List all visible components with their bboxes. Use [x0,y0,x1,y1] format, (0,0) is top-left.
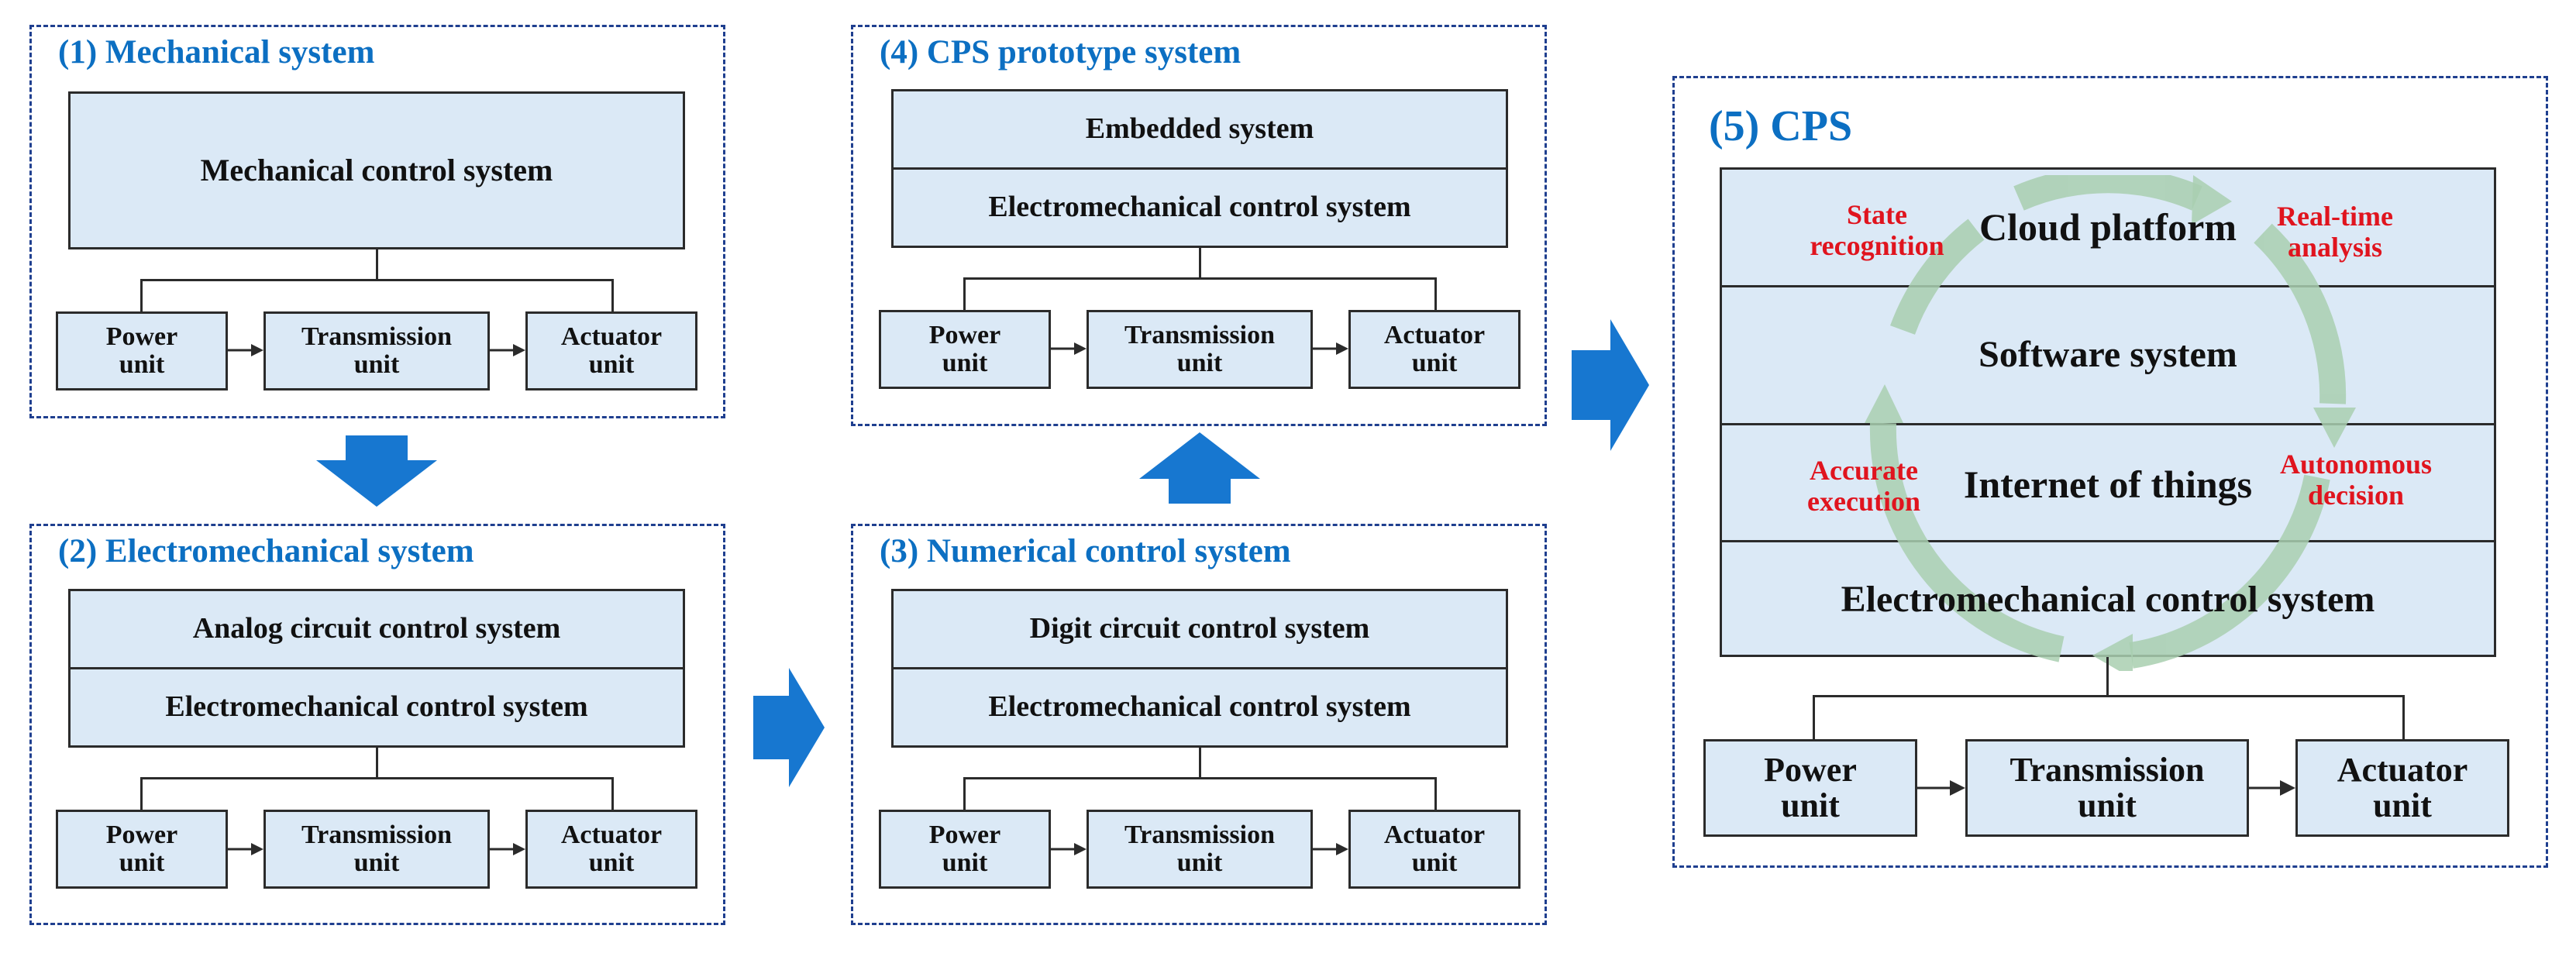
power-unit-box: Power unit [56,810,228,889]
unit-arrow [1917,780,1965,796]
connector [140,777,614,779]
flow-arrow-up [1139,432,1260,504]
electromechanical-control-box: Electromechanical control system [68,667,685,748]
unit-arrow [228,344,263,356]
unit-arrow [1313,843,1348,855]
electromechanical-control-box: Electromechanical control system [891,667,1508,748]
connector [611,777,614,810]
cps-layer-stack [1720,167,2496,657]
connector [963,777,1437,779]
panel-numerical-control-system: (3) Numerical control system [851,524,1547,925]
actuator-unit-box: Actuator unit [525,311,697,390]
panel-title: (5) CPS [1709,102,1853,150]
connector [376,249,378,280]
power-unit-box: Power unit [56,311,228,390]
connector [376,748,378,779]
layer-divider [1720,540,2496,542]
connector [1813,695,2405,697]
layer-divider [1720,285,2496,287]
connector [963,277,966,310]
label-autonomous-decision: Autonomous decision [2279,449,2433,511]
transmission-unit-box: Transmission unit [263,311,490,390]
unit-arrow [2249,780,2295,796]
connector [1813,695,1815,740]
actuator-unit-box: Actuator unit [1348,310,1520,389]
flow-arrow-right [1572,319,1649,451]
layer-cloud-platform: Cloud platform [1979,205,2237,249]
layer-electromechanical-control: Electromechanical control system [1841,579,2375,620]
unit-arrow [490,843,525,855]
connector [140,777,143,810]
connector [1199,248,1201,279]
flow-arrow-right [753,668,825,787]
cps-cycle-ring [1865,175,2356,671]
connector [1434,277,1437,310]
analog-circuit-control-box: Analog circuit control system [68,589,685,669]
transmission-unit-box: Transmission unit [263,810,490,889]
panel-title: (4) CPS prototype system [880,34,1242,71]
connector [2402,695,2405,740]
label-state-recognition: State recognition [1810,199,1944,261]
connector [1434,777,1437,810]
actuator-unit-box: Actuator unit [525,810,697,889]
panel-cps: (5) CPS [1672,76,2548,868]
layer-software-system: Software system [1978,334,2237,375]
transmission-unit-box: Transmission unit [1087,310,1313,389]
connector [1199,748,1201,779]
mechanical-control-box: Mechanical control system [68,91,685,249]
power-unit-box: Power unit [879,310,1051,389]
power-unit-box: Power unit [879,810,1051,889]
label-accurate-execution: Accurate execution [1807,455,1920,517]
layer-divider [1720,423,2496,425]
unit-arrow [1313,342,1348,355]
connector [963,777,966,810]
unit-arrow [228,843,263,855]
connector [140,279,614,281]
connector [963,277,1437,280]
panel-electromechanical-system: (2) Electromechanical system [29,524,725,925]
panel-mechanical-system: (1) Mechanical system [29,25,725,418]
digit-circuit-control-box: Digit circuit control system [891,589,1508,669]
connector [2106,657,2109,696]
actuator-unit-box: Actuator unit [2295,739,2509,837]
power-unit-box: Power unit [1703,739,1917,837]
panel-title: (1) Mechanical system [58,34,375,71]
panel-title: (2) Electromechanical system [58,533,474,569]
connector [611,279,614,311]
unit-arrow [490,344,525,356]
panel-cps-prototype-system: (4) CPS prototype system [851,25,1547,426]
connector [140,279,143,311]
flow-arrow-down [316,435,437,507]
embedded-system-box: Embedded system [891,89,1508,170]
actuator-unit-box: Actuator unit [1348,810,1520,889]
layer-internet-of-things: Internet of things [1963,463,2253,506]
electromechanical-control-box: Electromechanical control system [891,167,1508,248]
unit-arrow [1051,843,1087,855]
label-real-time-analysis: Real-time analysis [2277,201,2393,263]
transmission-unit-box: Transmission unit [1965,739,2249,837]
transmission-unit-box: Transmission unit [1087,810,1313,889]
unit-arrow [1051,342,1087,355]
panel-title: (3) Numerical control system [880,533,1291,569]
